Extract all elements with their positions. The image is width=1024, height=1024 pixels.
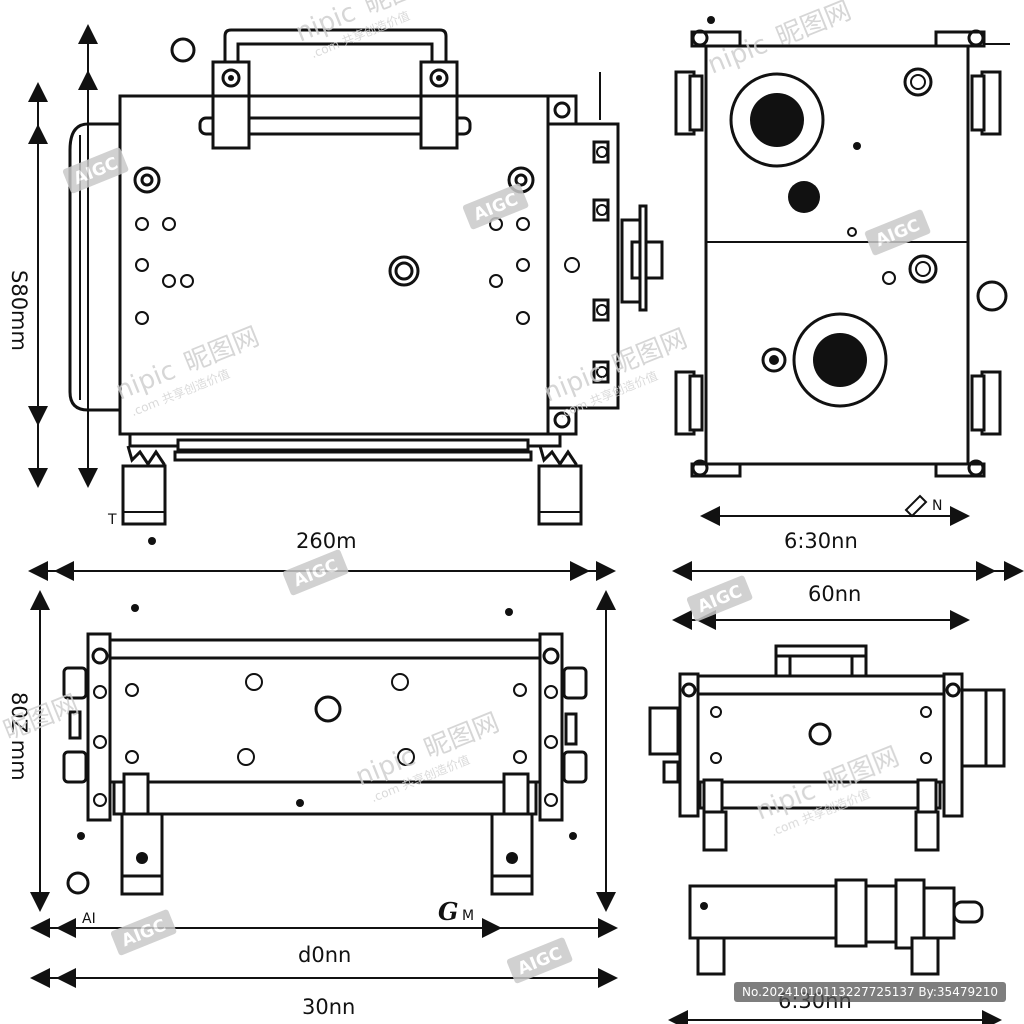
dim-width-bottom-left-a: d0nn <box>298 943 351 967</box>
label-m: M <box>462 908 474 924</box>
small-view-lower: 6:30nn <box>668 878 1002 1024</box>
image-id-footer: No.20241010113227725137 By:35479210 <box>733 982 1006 1002</box>
dim-height-bottom-left: 80Z mm <box>7 692 31 781</box>
side-view-dimensions: 6:30nn 60nn <box>672 506 1024 630</box>
top-view: G M AI <box>62 604 588 927</box>
front-view: T <box>68 28 664 545</box>
dim-width-bottom-left-b: 30nn <box>302 995 355 1019</box>
top-view-dimensions: 80Z mm d0nn 30nn <box>7 590 618 1019</box>
label-t: T <box>107 512 117 528</box>
small-view-upper <box>648 644 1006 852</box>
side-view: N <box>674 16 1010 518</box>
label-g: G <box>438 897 459 926</box>
dim-width-top-left: 260m <box>296 529 357 553</box>
label-ai: AI <box>82 911 96 927</box>
dim-width-top-right: 6:30nn <box>784 529 858 553</box>
label-n: N <box>932 498 942 514</box>
dim-span-top-right: 60nn <box>808 582 861 606</box>
dim-height-top-left: S80mm <box>7 270 31 351</box>
